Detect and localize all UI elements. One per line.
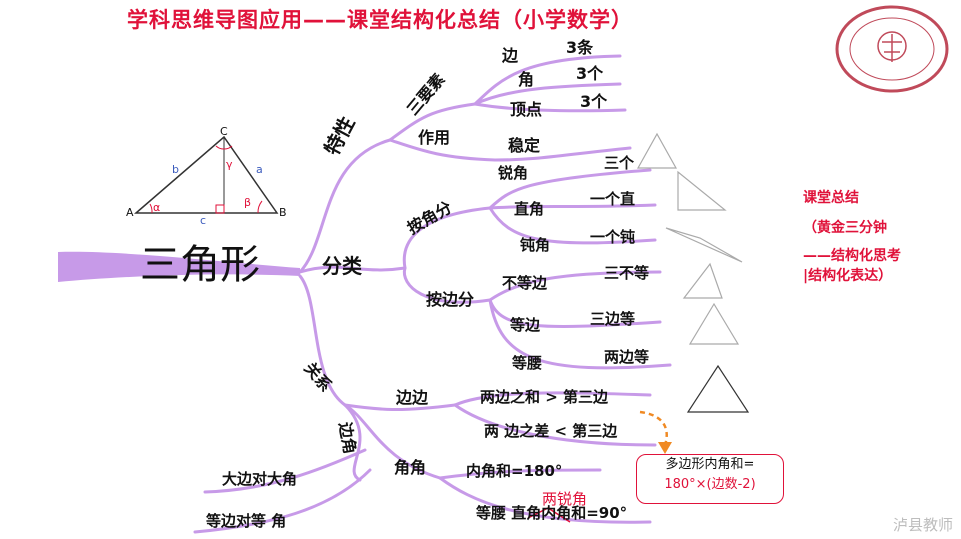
acute-desc: 三个 xyxy=(604,154,635,172)
angle-count: 3个 xyxy=(576,64,604,83)
isosceles-labeled-triangle-icon xyxy=(686,364,750,413)
obtuse-triangle-icon xyxy=(665,227,743,263)
angles-label: 角角 xyxy=(394,458,427,477)
polygon-angle-sum-box: 多边形内角和= 180°×(边数-2) xyxy=(636,454,784,504)
right-triangle-icon xyxy=(677,170,727,211)
two-acute-note: 两锐角 xyxy=(542,490,588,508)
side-note-line1: 课堂总结 xyxy=(803,190,859,206)
acute-triangle-icon xyxy=(636,132,678,169)
polygon-box-line1: 多边形内角和= xyxy=(665,457,755,472)
scalene-desc: 三不等 xyxy=(604,264,650,282)
figure-label-beta: β xyxy=(244,196,252,209)
figure-label-alpha: α xyxy=(153,201,161,214)
polygon-box-line2: 180°×(边数-2) xyxy=(664,477,756,492)
figure-label-C: C xyxy=(220,125,228,138)
obtuse-desc: 一个钝 xyxy=(590,228,636,246)
red-angle-mark xyxy=(527,507,571,523)
side-note-line4: |结构化表达） xyxy=(803,268,893,284)
diff-rule: 两 边之差 < 第三边 xyxy=(484,422,618,440)
edges-label: 边边 xyxy=(396,388,429,407)
right-label: 直角 xyxy=(514,200,545,218)
edge-count: 3条 xyxy=(566,38,594,57)
edge-label: 边 xyxy=(502,46,519,65)
figure-label-c: c xyxy=(200,214,207,227)
page-title: 学科思维导图应用——课堂结构化总结（小学数学） xyxy=(127,8,633,32)
side-note-line2: （黄金三分钟 xyxy=(803,220,887,236)
equilateral-desc: 三边等 xyxy=(590,310,636,328)
orange-arrow xyxy=(639,410,668,446)
figure-label-gamma: γ xyxy=(226,158,233,171)
isosceles-label: 等腰 xyxy=(512,354,543,372)
orange-arrowhead xyxy=(658,442,672,454)
side-note-line3: ——结构化思考 xyxy=(803,248,901,264)
classify-label: 分类 xyxy=(322,254,362,278)
big-edge-rule: 大边对大角 xyxy=(222,470,298,488)
scalene-label: 不等边 xyxy=(502,274,548,292)
right-desc: 一个直 xyxy=(590,190,636,208)
equilateral-label: 等边 xyxy=(510,316,541,334)
branch-lines xyxy=(193,54,672,534)
figure-label-b: b xyxy=(172,163,179,176)
function-label: 作用 xyxy=(418,128,451,147)
by-edge-label: 按边分 xyxy=(426,290,475,309)
triangle-figure xyxy=(133,135,279,214)
equilateral-triangle-icon xyxy=(688,302,740,345)
root-ribbon xyxy=(58,251,300,282)
equal-edge-rule: 等边对等 角 xyxy=(206,512,287,530)
function-value: 稳定 xyxy=(508,136,541,155)
figure-label-a: a xyxy=(256,163,263,176)
vertex-label: 顶点 xyxy=(510,100,543,119)
figure-label-B: B xyxy=(279,206,287,219)
obtuse-label: 钝角 xyxy=(520,236,551,254)
acute-label: 锐角 xyxy=(498,164,529,182)
iso-right-rule: 等腰 直角内角和=90° xyxy=(476,504,628,522)
vertex-count: 3个 xyxy=(580,92,608,111)
scalene-triangle-icon xyxy=(682,262,723,299)
watermark: 泸县教师 xyxy=(892,516,953,534)
sum-rule: 两边之和 > 第三边 xyxy=(480,388,609,406)
angle-label: 角 xyxy=(518,70,535,89)
angle-sum: 内角和=180° xyxy=(466,462,563,480)
figure-label-A: A xyxy=(126,206,134,219)
root-label: 三角形 xyxy=(140,242,260,288)
school-seal-logo xyxy=(835,5,949,93)
isosceles-desc: 两边等 xyxy=(604,348,650,366)
